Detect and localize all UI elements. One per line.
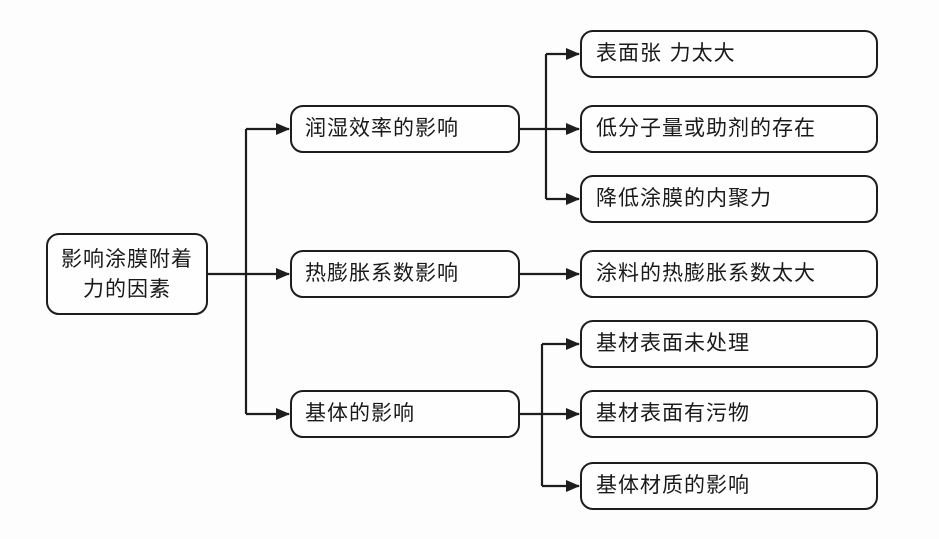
node-leaf-low-molecular-additives: 低分子量或助剂的存在 bbox=[580, 105, 878, 153]
node-leaf-reduced-cohesion: 降低涂膜的内聚力 bbox=[580, 175, 878, 223]
node-leaf-surface-dirt: 基材表面有污物 bbox=[580, 390, 878, 438]
node-leaf-substrate-material: 基体材质的影响 bbox=[580, 462, 878, 510]
node-leaf-surface-tension: 表面张 力太大 bbox=[580, 30, 878, 78]
root-label-line2: 力的因素 bbox=[83, 277, 171, 301]
node-root-adhesion-factors: 影响涂膜附着 力的因素 bbox=[46, 233, 208, 315]
node-branch-thermal-expansion: 热膨胀系数影响 bbox=[290, 250, 520, 298]
node-branch-substrate: 基体的影响 bbox=[290, 390, 520, 438]
node-leaf-expansion-coefficient-too-large: 涂料的热膨胀系数太大 bbox=[580, 250, 878, 298]
node-branch-wetting-efficiency: 润湿效率的影响 bbox=[290, 105, 520, 153]
root-label-line1: 影响涂膜附着 bbox=[61, 247, 193, 271]
node-leaf-surface-untreated: 基材表面未处理 bbox=[580, 320, 878, 368]
